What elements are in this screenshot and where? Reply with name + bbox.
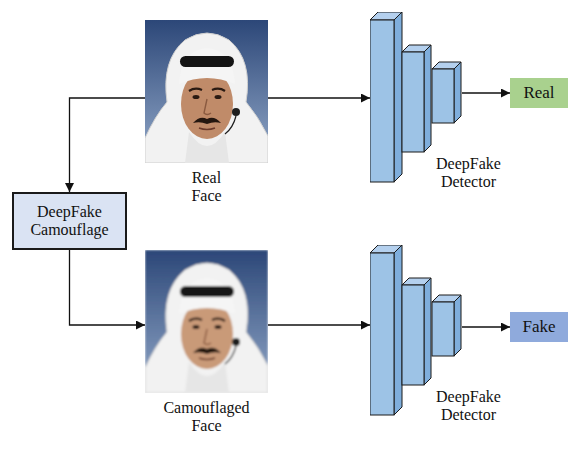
flow-arrow <box>70 98 146 192</box>
photo-frame <box>145 250 268 393</box>
detector-node: DeepFake Detector <box>370 12 462 184</box>
box-label: Real <box>523 83 554 103</box>
box-label: Fake <box>522 317 555 337</box>
face-image-node: Camouflaged Face <box>145 250 268 436</box>
caption-label: DeepFake Detector <box>436 155 501 192</box>
face-photo <box>145 20 268 163</box>
caption-label: Camouflaged Face <box>163 399 249 436</box>
face-photo <box>145 250 268 393</box>
flow-arrow <box>462 326 510 327</box>
face-image-node: Real Face <box>145 20 268 206</box>
detector-node: DeepFake Detector <box>370 245 462 417</box>
box-label: DeepFake Camouflage <box>30 203 108 240</box>
caption-label: DeepFake Detector <box>436 388 501 425</box>
flow-arrow <box>70 250 146 325</box>
process-box: DeepFake Camouflage <box>12 192 127 250</box>
flow-arrow <box>268 97 370 98</box>
flow-arrow <box>462 92 510 93</box>
photo-frame <box>145 20 268 163</box>
process-box: Real <box>510 78 568 108</box>
caption-label: Real Face <box>191 169 221 206</box>
process-box: Fake <box>510 312 568 342</box>
flow-arrow <box>268 324 370 325</box>
